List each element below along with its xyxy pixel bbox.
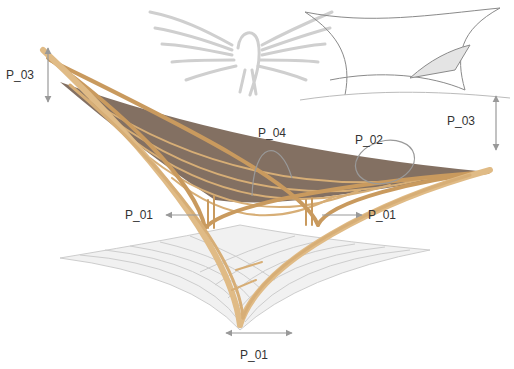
annotation-marks [48,48,496,333]
membrane [60,82,488,203]
part-label: P_02 [355,133,383,147]
part-label: P_03 [6,68,34,82]
part-label: P_01 [125,208,153,222]
part-label: P_03 [447,114,475,128]
timber-ribs [43,50,490,325]
part-label: P_04 [258,126,286,140]
form-sketch [300,8,510,100]
part-label: P_01 [368,208,396,222]
part-label: P_01 [240,348,268,362]
bird-sketch [150,12,332,95]
